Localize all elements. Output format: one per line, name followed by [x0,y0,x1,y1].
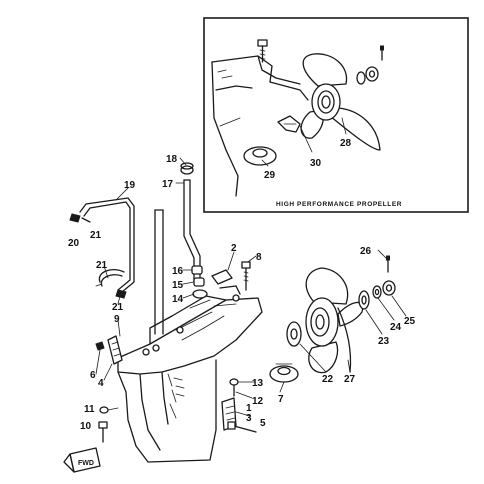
callout-3: 3 [246,413,252,424]
callout-21-b: 21 [96,260,108,271]
callout-27: 27 [344,374,356,385]
callout-25: 25 [404,316,416,327]
callout-21-c: 21 [112,302,124,313]
callout-6: 6 [90,370,96,381]
callout-11: 11 [84,404,95,415]
gear-case-body [117,294,263,463]
callout-10: 10 [80,421,92,432]
callout-17: 17 [162,179,174,190]
washer-11 [99,406,109,414]
callout-30: 30 [310,158,322,169]
water-tube [79,197,135,293]
cotter-pin [386,255,390,273]
callout-24: 24 [390,322,402,333]
callout-13: 13 [252,378,264,389]
inset-spacer [243,146,277,166]
bolt-10 [98,421,108,443]
callout-1: 1 [246,403,252,414]
trim-tab-bolt [229,378,239,397]
propeller [305,267,364,374]
bolt-6 [95,341,105,351]
drive-shaft [154,209,164,335]
callout-9: 9 [114,314,120,325]
leader-lines [95,157,407,417]
callout-2: 2 [231,243,237,254]
callout-15: 15 [172,280,184,291]
spacer [358,290,370,310]
callout-8: 8 [256,252,262,263]
lower-unit: FWD [63,162,263,473]
callout-4: 4 [98,378,104,389]
bolt-5 [227,421,257,433]
tube-seal-left [69,213,91,223]
callouts: 1 2 3 4 5 6 7 8 9 10 11 12 13 14 15 16 1… [68,138,416,432]
propeller-spacer [269,363,299,383]
grommet [180,162,194,175]
callout-21-a: 21 [90,230,102,241]
callout-28: 28 [340,138,352,149]
callout-19: 19 [124,180,136,191]
callout-16: 16 [172,266,184,277]
retainer-plate [211,269,241,295]
inset-thrust-washer [277,115,301,133]
callout-29: 29 [264,170,276,181]
callout-20: 20 [68,238,80,249]
propeller-nut [382,280,396,296]
forward-label: FWD [78,460,94,467]
tube-clip [98,268,125,287]
callout-12: 12 [252,396,264,407]
callout-22: 22 [322,374,334,385]
callout-23: 23 [378,336,390,347]
high-performance-propeller-inset: HIGH PERFORMANCE PROPELLER [203,17,469,213]
tube-seal-lower [115,289,127,299]
inset-caption: HIGH PERFORMANCE PROPELLER [276,201,402,208]
callout-26: 26 [360,246,372,257]
callout-7: 7 [278,394,284,405]
washer [372,285,382,299]
inset-top-bolt [257,39,268,63]
forward-indicator: FWD [63,447,101,473]
inset-gearcase [211,55,309,197]
thrust-washer [286,321,302,347]
callout-14: 14 [172,294,184,305]
shift-rod-bushings [191,265,208,299]
bolt-8 [241,261,251,291]
inset-nut-group [356,45,384,85]
water-inlet-cover [107,335,123,365]
callout-18: 18 [166,154,178,165]
propeller-assembly [269,255,396,383]
callout-5: 5 [260,418,266,429]
